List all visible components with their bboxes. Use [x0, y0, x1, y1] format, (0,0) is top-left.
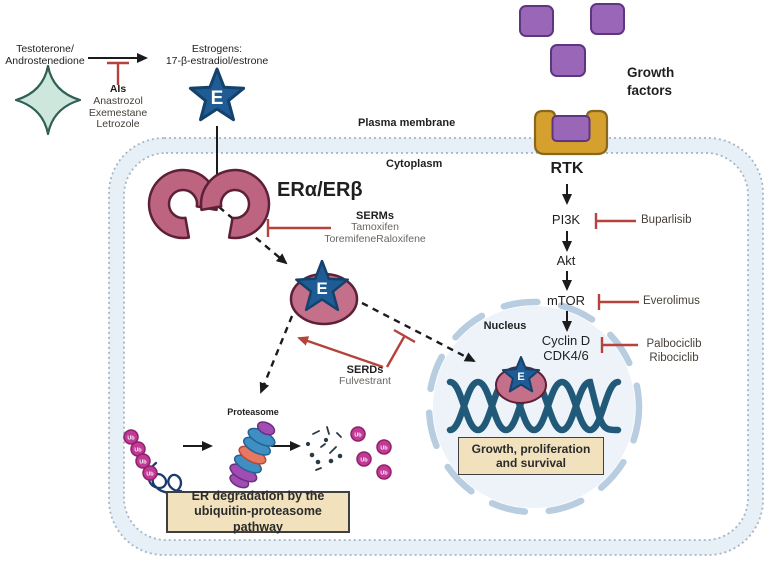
cytoplasm-label: Cytoplasm	[386, 158, 443, 170]
ubiquitin-chain-icon: Ub Ub Ub Ub	[123, 429, 158, 481]
mtor-label: mTOR	[546, 293, 586, 308]
growth-factors-line1: Growth	[627, 65, 675, 80]
rtk-receptor-icon	[533, 109, 609, 156]
growth-factors-label: Growth factors	[627, 64, 674, 99]
serds-drug-fulvestrant: Fulvestrant	[339, 375, 391, 388]
ub-label: Ub	[134, 448, 142, 454]
er-receptor-label: ERα/ERβ	[277, 179, 363, 201]
rtk-label: RTK	[550, 160, 584, 177]
buparlisib-label: Buparlisib	[641, 214, 692, 226]
outcome-line1: Growth, proliferation	[471, 441, 591, 456]
serms-label: SERMs Tamoxifen ToremifeneRaloxifene	[305, 210, 445, 246]
nucleus-label: Nucleus	[483, 320, 527, 332]
outcome-box: Growth, proliferation and survival	[458, 437, 604, 475]
proteasome-icon	[229, 421, 276, 489]
dashed-arrows	[218, 206, 476, 394]
free-ubiquitin-icons: Ub Ub Ub Ub	[350, 426, 392, 480]
ais-drug-letrozole: Letrozole	[96, 118, 140, 131]
akt-label: Akt	[556, 253, 576, 268]
er-receptor-icon	[147, 168, 271, 240]
plasma-membrane-label: Plasma membrane	[358, 117, 456, 129]
estrogen-line2: 17-β-estradiol/estrone	[165, 54, 269, 67]
estrogen-symbol-nucleus: E	[517, 371, 524, 383]
ub-label: Ub	[127, 436, 135, 442]
serms-drug-toremifene-raloxifene: ToremifeneRaloxifene	[324, 233, 426, 246]
er-degradation-line2: ubiquitin-proteasome pathway	[194, 504, 322, 534]
cdk46-label: CDK4/6	[543, 347, 589, 363]
serds-arrow	[297, 336, 384, 369]
serms-title: SERMs	[356, 210, 394, 222]
outcome-line2: and survival	[495, 456, 567, 470]
serds-label: SERDs Fulvestrant	[318, 364, 412, 388]
er-estrogen-complex-nucleus-icon: E	[495, 356, 547, 404]
ub-label: Ub	[380, 446, 388, 452]
ais-drug-exemestane: Exemestane	[88, 106, 148, 119]
pi3k-label: PI3K	[551, 212, 581, 227]
substrate-line1: Testoterone/	[16, 43, 74, 55]
ais-title: AIs	[109, 83, 127, 95]
cyclin-cdk-label: Cyclin D CDK4/6	[530, 333, 602, 364]
serds-inhibit-bar	[385, 328, 416, 368]
ub-label: Ub	[380, 471, 388, 477]
substrate-label: Testoterone/ Androstenedione	[2, 43, 88, 68]
cyclin-d-label: Cyclin D	[541, 333, 591, 348]
serds-title: SERDs	[346, 364, 384, 376]
ub-label: Ub	[360, 458, 368, 464]
estrogen-label: Estrogens: 17-β-estradiol/estrone	[150, 43, 284, 68]
flow-arrows	[88, 53, 572, 451]
ub-label: Ub	[139, 460, 147, 466]
ais-drug-anastrozol: Anastrozol	[93, 94, 143, 107]
serms-inhibit-bar	[266, 219, 331, 237]
palbociclib-label: Palbociclib	[646, 338, 702, 350]
ubiquitinated-protein-icon: Ub Ub Ub Ub	[123, 429, 183, 494]
testosterone-star-icon	[14, 64, 82, 136]
ais-label: AIs Anastrozol Exemestane Letrozole	[73, 83, 163, 131]
inhibitor-bars	[107, 61, 639, 369]
palbociclib-inhibit-bar	[600, 337, 638, 353]
serms-drug-tamoxifen: Tamoxifen	[351, 221, 399, 234]
substrate-line2: Androstenedione	[5, 54, 85, 67]
ais-inhibit-bar	[107, 61, 129, 85]
estrogen-star-icon: E	[188, 67, 246, 122]
proteasome-label: Proteasome	[227, 407, 279, 417]
ribociclib-label: Ribociclib	[649, 352, 699, 365]
estrogen-symbol-complex: E	[316, 279, 327, 298]
estrogen-symbol: E	[211, 88, 224, 109]
palbociclib-ribociclib-label: Palbociclib Ribociclib	[638, 337, 710, 366]
er-degradation-line1: ER degradation by the	[191, 488, 325, 503]
degraded-protein-icon	[305, 426, 343, 471]
ub-label: Ub	[354, 433, 362, 439]
buparlisib-inhibit-bar	[594, 213, 636, 229]
everolimus-inhibit-bar	[597, 294, 639, 310]
er-degradation-box: ER degradation by the ubiquitin-proteaso…	[166, 488, 350, 534]
er-estrogen-complex-icon: E	[289, 259, 359, 326]
growth-factor-icons	[519, 3, 625, 77]
ub-label: Ub	[146, 472, 154, 478]
everolimus-label: Everolimus	[643, 295, 700, 307]
estrogen-line1: Estrogens:	[191, 43, 243, 55]
growth-factors-line2: factors	[627, 82, 673, 98]
